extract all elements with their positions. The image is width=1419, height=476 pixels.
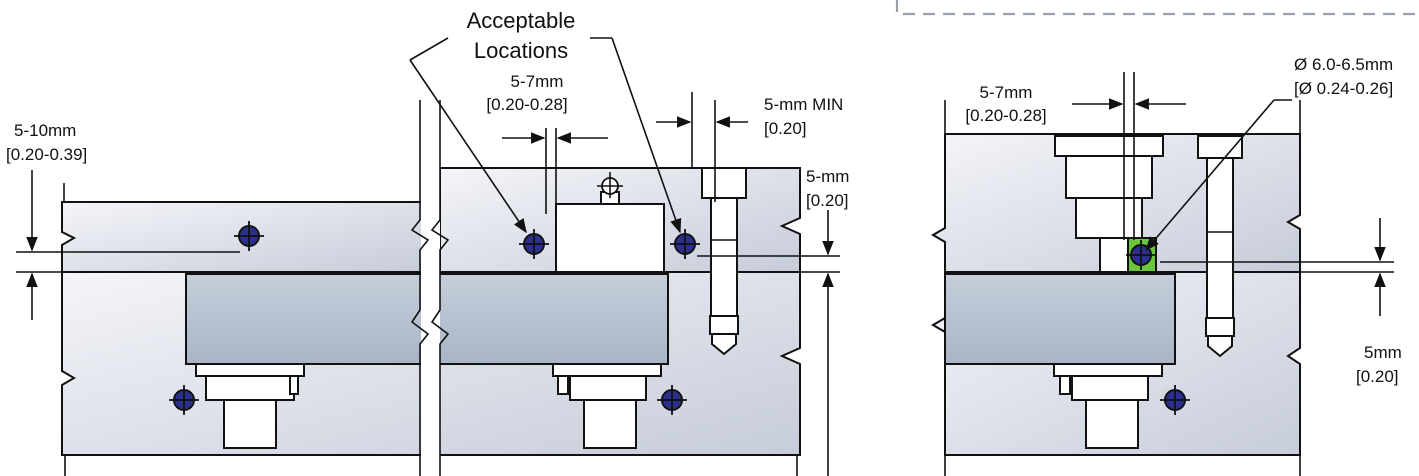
right-gap-mm-label: 5-7mm <box>980 83 1033 102</box>
acceptable-locations-label-line2: Locations <box>474 38 568 63</box>
nozzle-left <box>195 363 305 449</box>
nozzle-right <box>1053 363 1163 449</box>
left-gap-in-label: [0.20-0.39] <box>6 145 87 164</box>
sensor-block <box>555 172 665 273</box>
right-depth-in-label: [0.20] <box>1356 367 1399 386</box>
break-line-icon <box>410 95 450 476</box>
surface-in-label: [0.20] <box>806 191 849 210</box>
right-depth-mm-label: 5mm <box>1364 343 1402 362</box>
left-gap-mm-label: 5-10mm <box>14 121 76 140</box>
right-assembly <box>931 72 1394 476</box>
bolt-min-mm-label: 5-mm MIN <box>764 95 843 114</box>
mid-gap-in-label: [0.20-0.28] <box>486 95 567 114</box>
nozzle-middle <box>552 363 662 449</box>
mid-gap-mm-label: 5-7mm <box>511 72 564 91</box>
acceptable-locations-label-line1: Acceptable <box>467 8 576 33</box>
diameter-in-label: [Ø 0.24-0.26] <box>1294 79 1393 98</box>
right-gap-in-label: [0.20-0.28] <box>965 106 1046 125</box>
bolt-right <box>1197 135 1243 358</box>
diameter-mm-label: Ø 6.0-6.5mm <box>1294 55 1393 74</box>
left-assembly <box>16 37 840 476</box>
mold-block-detail <box>944 273 1176 365</box>
surface-mm-label: 5-mm <box>806 167 849 186</box>
dashed-callout-frame <box>895 0 1419 16</box>
bolt-min-in-label: [0.20] <box>764 119 807 138</box>
bolt-left <box>701 100 747 356</box>
